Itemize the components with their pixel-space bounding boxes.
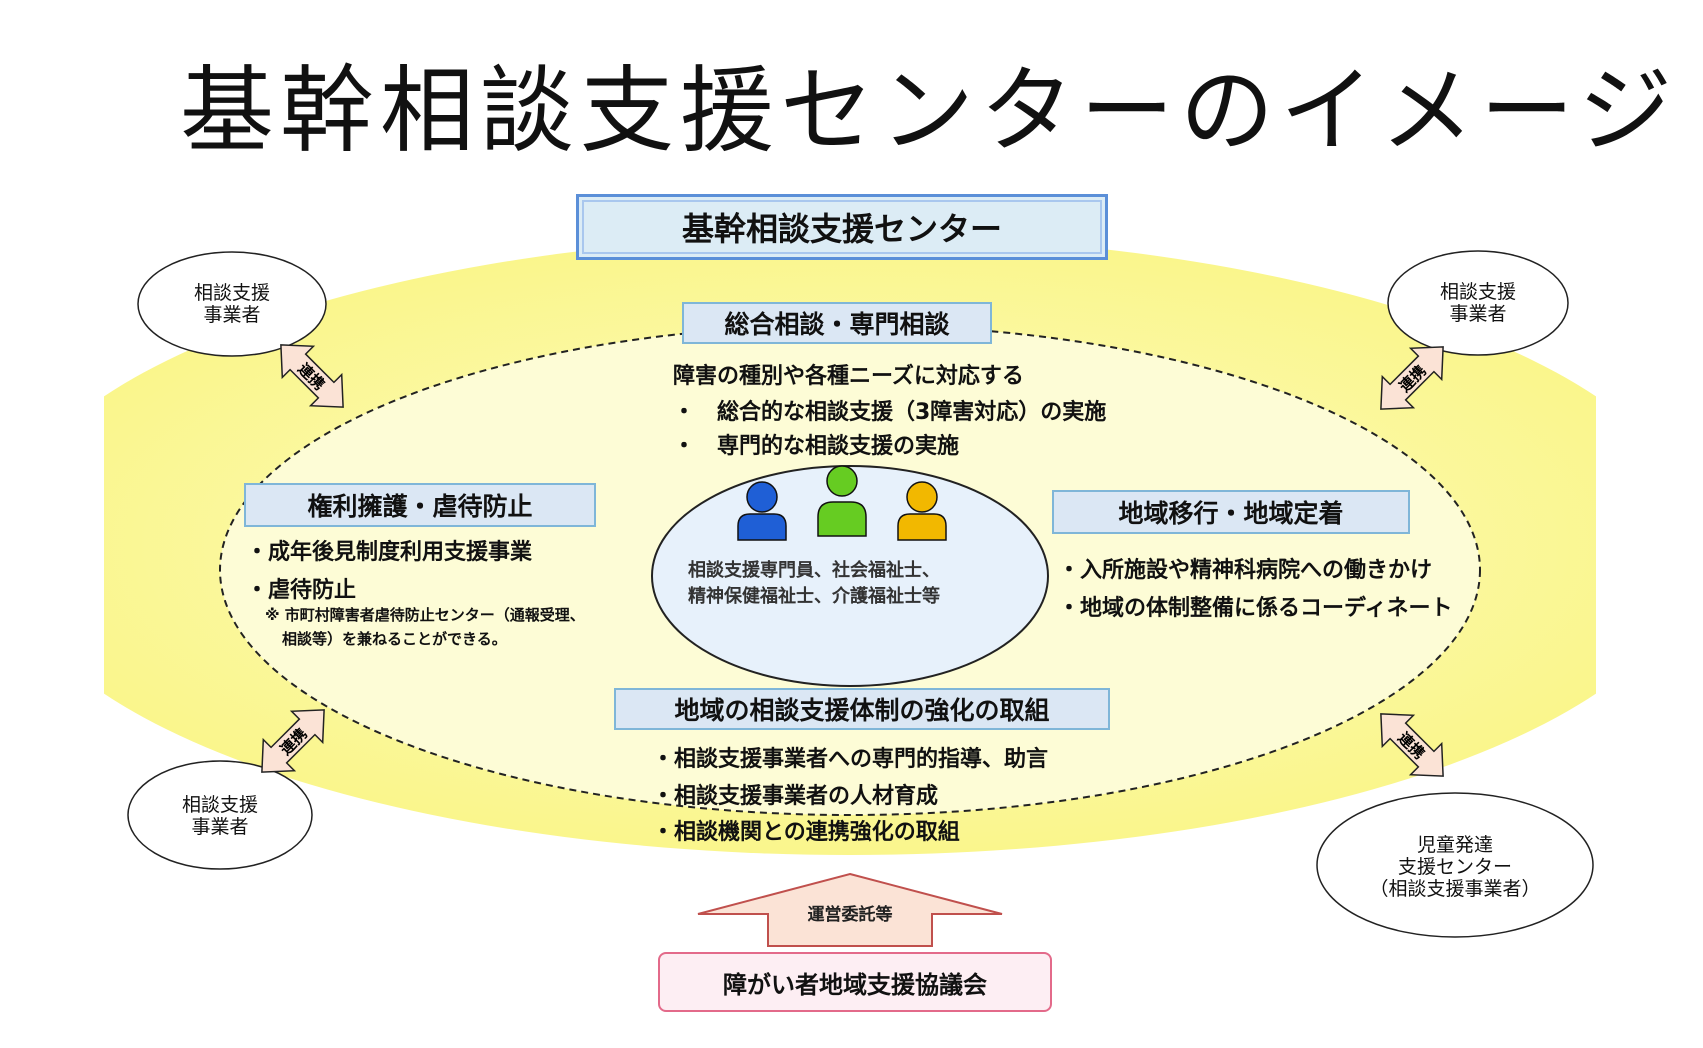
person-icon-yellow [897,481,947,541]
provider-oval-bottom-left [127,760,313,870]
transition-line-2: ・地域の体制整備に係るコーディネート [1058,596,1453,621]
provider-oval-top-left [137,251,327,357]
rights-line-1: ・成年後見制度利用支援事業 [246,540,533,565]
link-arrow-bottom-right [1380,713,1444,777]
provider-oval-top-right [1387,250,1569,356]
strengthen-label: 地域の相談支援体制の強化の取組 [614,688,1110,730]
provider-text-top-right: 相談支援事業者 [1439,281,1516,325]
transition-label: 地域移行・地域定着 [1052,490,1410,534]
provider-text-top-left: 相談支援事業者 [193,282,270,326]
strengthen-line-2: ・相談支援事業者の人材育成 [652,784,939,809]
strengthen-line-1: ・相談支援事業者への専門的指導、助言 [652,747,1049,772]
general-consultation-label: 総合相談・専門相談 [682,302,992,344]
person-icon-blue [737,481,787,541]
rights-advocacy-label: 権利擁護・虐待防止 [244,483,596,527]
link-arrow-top-left [280,344,344,408]
provider-oval-bottom-right [1316,792,1594,938]
general-line-2: ・ 総合的な相談支援（3障害対応）の実施 [673,400,1107,425]
commission-label: 運営委託等 [807,905,893,925]
general-line-3: ・ 専門的な相談支援の実施 [673,434,960,459]
council-label: 障がい者地域支援協議会 [723,970,987,999]
rights-line-2: ・虐待防止 [246,578,357,603]
link-arrow-top-right [1380,346,1444,410]
link-arrow-bottom-left [261,709,325,773]
strengthen-line-3: ・相談機関との連携強化の取組 [652,820,960,845]
center-header-box: 基幹相談支援センター [576,194,1108,260]
staff-line-2: 精神保健福祉士、介護福祉士等 [688,586,940,607]
rights-note-2: 相談等）を兼ねることができる。 [282,630,507,648]
transition-line-1: ・入所施設や精神科病院への働きかけ [1058,558,1433,583]
center-header-label: 基幹相談支援センター [681,210,1002,248]
commission-arrow [697,872,1003,947]
person-icon-green [817,465,867,537]
general-line-1: 障害の種別や各種ニーズに対応する [673,364,1024,389]
staff-line-1: 相談支援専門員、社会福祉士、 [688,560,940,581]
page-title: 基幹相談支援センターのイメージ [180,57,1679,166]
provider-text-bottom-left: 相談支援事業者 [181,794,258,838]
council-box: 障がい者地域支援協議会 [658,952,1052,1012]
rights-note-1: ※ 市町村障害者虐待防止センター（通報受理、 [265,606,585,624]
provider-text-bottom-right: 児童発達支援センター（相談支援事業者） [1369,834,1541,900]
